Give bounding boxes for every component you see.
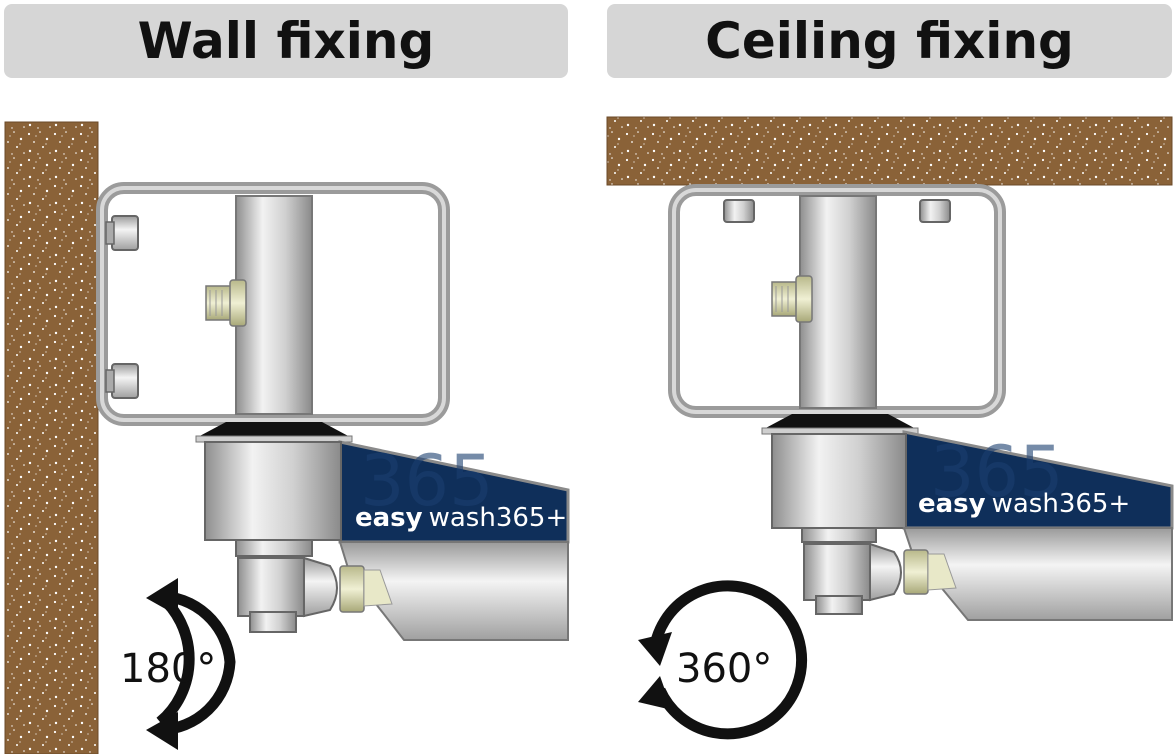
rotation-180-label: 180° [120, 646, 216, 692]
wall-lower-tube [338, 541, 569, 641]
wall-bolt-lower [105, 363, 139, 399]
ceiling-swivel-body [771, 433, 907, 529]
ceiling-pipe-fitting [771, 275, 813, 323]
svg-text:365: 365 [360, 440, 494, 522]
wall-bolt-upper [105, 215, 139, 251]
ceiling-bolt-left [723, 199, 755, 223]
ceiling-swivel-cap [762, 414, 918, 430]
ceiling-elbow-valve [803, 542, 957, 615]
rotation-360-arrow [638, 580, 808, 740]
ceiling-lower-tube [902, 527, 1173, 621]
wall-vertical-pipe [235, 195, 313, 415]
wall-fixing-title: Wall fixing [4, 4, 568, 78]
ceiling-fixing-title: Ceiling fixing [607, 4, 1172, 78]
wall-pipe-fitting [205, 279, 247, 327]
rotation-180-arrow [146, 578, 236, 750]
wall-swivel-cap [196, 422, 352, 438]
rotation-360-label: 360° [676, 646, 772, 692]
ceiling-bolt-right [919, 199, 951, 223]
wall-elbow-valve [237, 556, 393, 633]
wall-swivel-body [204, 441, 342, 541]
wall-surface [4, 121, 99, 754]
ceiling-surface [606, 116, 1173, 186]
svg-text:365: 365 [930, 431, 1064, 513]
